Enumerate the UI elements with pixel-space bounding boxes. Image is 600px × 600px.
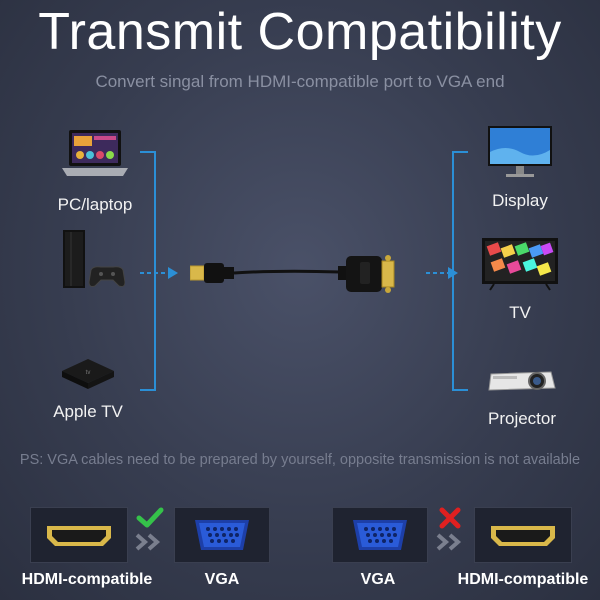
- source-apple-tv: tv Apple TV: [38, 353, 138, 422]
- double-chevron-right-icon: [135, 533, 161, 551]
- direction-to-label: VGA: [204, 571, 240, 588]
- arrow-right-icon: [426, 267, 458, 279]
- page-title: Transmit Compatibility: [38, 3, 562, 61]
- hdmi-port-icon: [491, 526, 555, 546]
- hdmi-port-panel: [474, 507, 572, 563]
- direction-to-label: HDMI-compatible: [457, 571, 589, 588]
- cross-icon: [439, 507, 461, 529]
- source-pc-laptop: PC/laptop: [40, 128, 150, 215]
- apple-tv-icon: tv: [62, 359, 114, 389]
- tv-icon: [482, 238, 558, 291]
- output-label: Projector: [487, 409, 557, 428]
- svg-text:tv: tv: [86, 370, 91, 376]
- arrow-right-icon: [140, 267, 178, 279]
- direction-from-label: HDMI-compatible: [21, 571, 153, 588]
- source-label: PC/laptop: [57, 195, 133, 214]
- left-bracket: [140, 151, 156, 391]
- direction-from-label: VGA: [360, 571, 396, 588]
- laptop-icon: [62, 130, 128, 176]
- page-subtitle: Convert singal from HDMI-compatible port…: [95, 72, 505, 91]
- source-label: Apple TV: [53, 402, 123, 421]
- check-icon: [136, 507, 164, 528]
- hdmi-port-icon: [47, 526, 111, 546]
- monitor-icon: [488, 126, 552, 177]
- vga-port-icon: [353, 520, 407, 550]
- source-game-console: [50, 226, 130, 299]
- vga-port-panel: [174, 507, 270, 563]
- output-label: Display: [492, 191, 548, 210]
- projector-icon: [488, 371, 556, 391]
- vga-port-panel: [332, 507, 428, 563]
- output-label: TV: [509, 303, 531, 322]
- double-chevron-right-icon: [436, 533, 462, 551]
- hdmi-port-panel: [30, 507, 128, 563]
- output-tv: TV: [470, 236, 570, 323]
- output-display: Display: [470, 124, 570, 211]
- note-text: PS: VGA cables need to be prepared by yo…: [19, 452, 581, 468]
- output-projector: Projector: [470, 364, 574, 429]
- vga-port-icon: [195, 520, 249, 550]
- hdmi-to-vga-cable: [190, 255, 395, 293]
- game-console-icon: [63, 230, 126, 288]
